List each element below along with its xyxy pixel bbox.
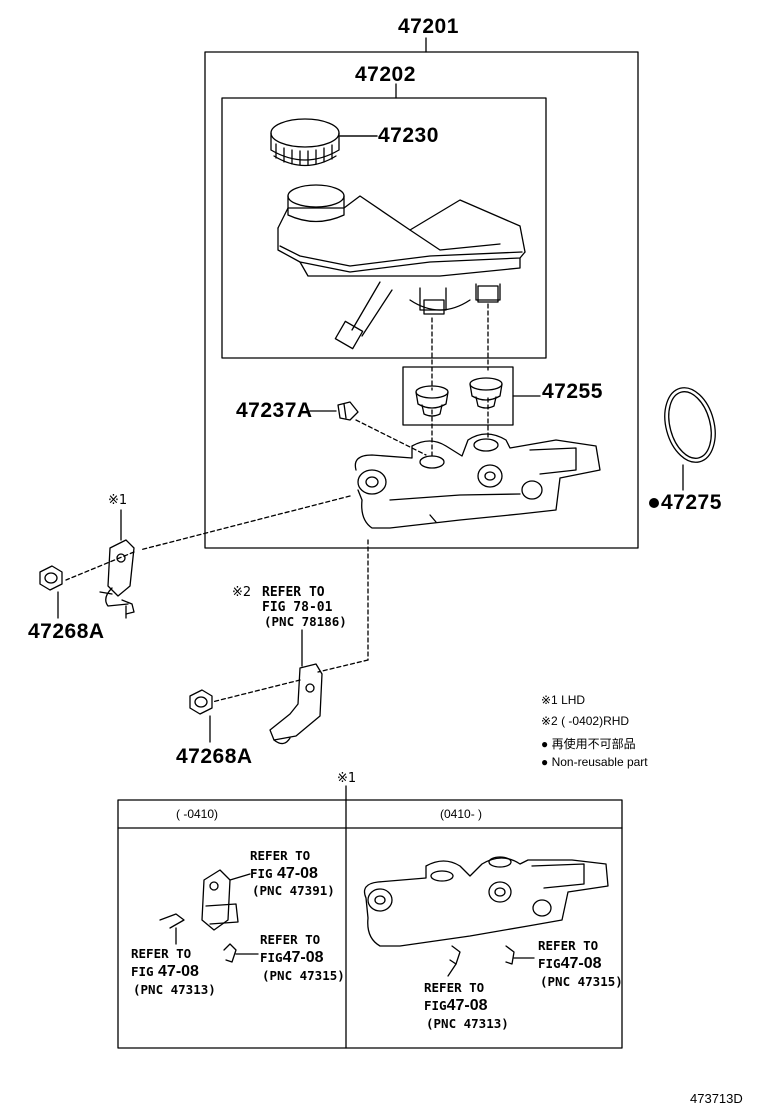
reservoir-cap-part <box>270 118 378 167</box>
nonreusable-dot-icon <box>649 498 659 508</box>
refer-upper-line3: (PNC 78186) <box>264 614 347 629</box>
part-label-47237a: 47237A <box>236 399 313 422</box>
inset-ref-47391-pnc: (PNC 47391) <box>252 883 335 898</box>
inset-ref-47315-right-line1: REFER TO <box>538 938 599 953</box>
bracket-rhd-part <box>269 629 323 745</box>
part-label-47201: 47201 <box>398 15 459 38</box>
part-label-47255: 47255 <box>542 380 603 403</box>
part-label-47275: 47275 <box>661 491 722 514</box>
legend-note1: ※1 LHD <box>541 693 586 707</box>
inset-ref-47313-right-fig: FIG47-08 <box>424 997 488 1014</box>
reservoir-tank-part <box>277 135 526 350</box>
inset-ref-47315-right-pnc: (PNC 47315) <box>540 974 623 989</box>
inset-ref-47315-left-fig: FIG47-08 <box>260 949 324 966</box>
note-mark-rhd: ※2 <box>232 585 252 600</box>
refer-upper-line1: REFER TO <box>262 585 325 600</box>
inset-ref-47313-left-line1: REFER TO <box>131 946 192 961</box>
inset-ref-47391-fig: FIG 47-08 <box>250 865 318 882</box>
bracket-lhd-part <box>99 509 135 619</box>
inset-ref-47315-left-pnc: (PNC 47315) <box>262 968 345 983</box>
refer-upper-line2: FIG 78-01 <box>262 600 333 615</box>
inset-box <box>117 785 623 1049</box>
inset-ref-47313-right-pnc: (PNC 47313) <box>426 1016 509 1031</box>
nut-lower-part <box>189 689 213 743</box>
legend-nonreusable-jp: ● 再使用不可部品 <box>541 737 636 751</box>
part-label-47268a-lower: 47268A <box>176 745 253 768</box>
part-label-47230: 47230 <box>378 124 439 147</box>
part-label-47202: 47202 <box>355 63 416 86</box>
inset-ref-47313-left-fig: FIG 47-08 <box>131 963 199 980</box>
legend-nonreusable-en: ● Non-reusable part <box>541 755 648 769</box>
inset-ref-47313-right-line1: REFER TO <box>424 980 485 995</box>
dashed-connectors <box>65 303 489 703</box>
fitting-part <box>309 401 359 421</box>
assembly-47202-box <box>221 83 547 359</box>
inset-ref-47315-left-line1: REFER TO <box>260 932 321 947</box>
grommet-set-part <box>402 366 541 426</box>
inset-ref-47315-right-fig: FIG47-08 <box>538 955 602 972</box>
inset-right-header: (0410- ) <box>440 807 483 821</box>
nut-upper-part <box>39 565 63 619</box>
inset-ref-47313-left-pnc: (PNC 47313) <box>133 982 216 997</box>
part-label-47268a-upper: 47268A <box>28 620 105 643</box>
inset-right-cylinder-part <box>363 856 609 977</box>
figure-id: 473713D <box>690 1091 743 1106</box>
note-mark-lhd: ※1 <box>108 493 128 508</box>
inset-left-bracket-part <box>159 869 259 963</box>
legend-note2: ※2 ( -0402)RHD <box>541 714 630 728</box>
master-cylinder-part <box>354 433 601 529</box>
o-ring-part <box>664 387 716 491</box>
inset-mark: ※1 <box>337 771 357 786</box>
inset-ref-47391-line1: REFER TO <box>250 848 311 863</box>
inset-left-header: ( -0410) <box>176 807 219 821</box>
assembly-47201-box <box>204 37 639 549</box>
